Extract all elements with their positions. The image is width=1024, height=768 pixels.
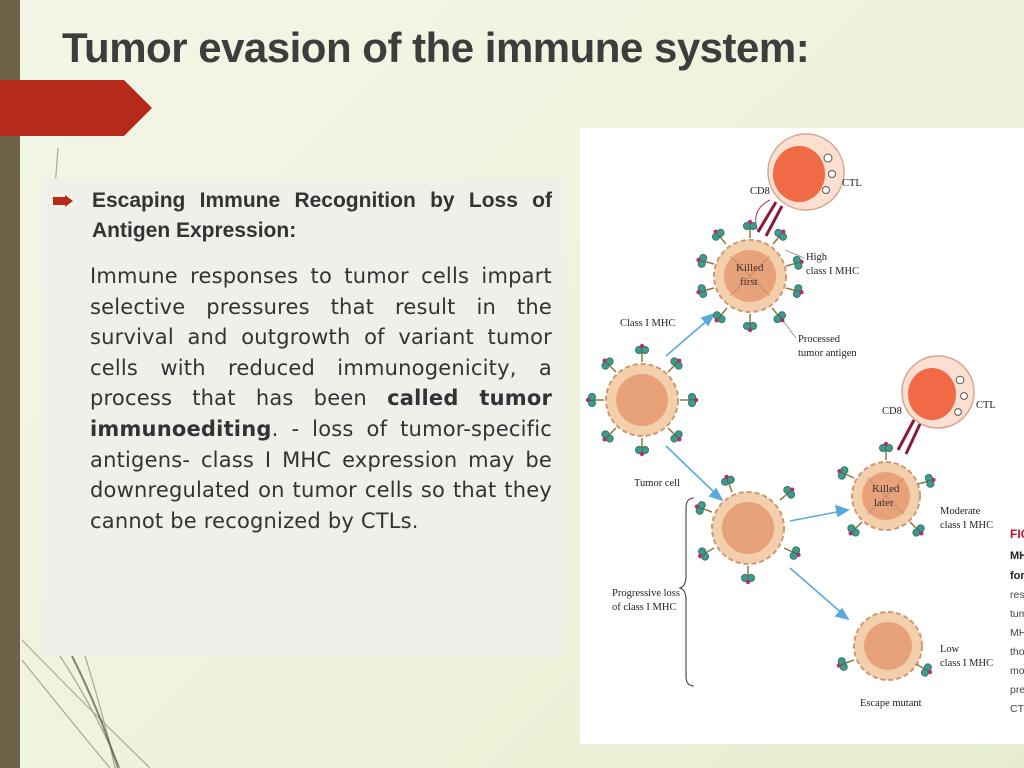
label-cd8-mid: CD8 <box>882 406 902 417</box>
label-processed-1: Processed <box>798 334 841 345</box>
label-moderate-1: Moderate <box>940 506 981 517</box>
caption-line-9: CTL <box>1010 703 1024 715</box>
content-panel <box>42 178 564 656</box>
caption-line-3: resp <box>1010 589 1024 601</box>
caption-line-2: for <box>1010 570 1024 582</box>
label-escape-mutant: Escape mutant <box>860 698 922 709</box>
body-text-part2: . - loss of tumor-specific antigens- cla… <box>90 416 552 533</box>
bullet-arrow-icon <box>53 195 73 207</box>
high-mhc-tumor-cell <box>693 219 807 333</box>
caption-line-5: MH <box>1010 627 1024 639</box>
left-accent-bar <box>0 0 20 768</box>
slide-title: Tumor evasion of the immune system: <box>62 24 810 71</box>
body-text-bold: called tumor immunoediting <box>90 386 553 441</box>
label-killed-first-2: first <box>740 276 758 288</box>
label-cd8-top: CD8 <box>750 186 770 197</box>
label-ctl-top: CTL <box>842 178 862 189</box>
body-paragraph: Immune responses to tumor cells impart s… <box>90 261 552 536</box>
label-low-1: Low <box>940 644 960 655</box>
label-killed-later-1: Killed <box>872 483 900 495</box>
label-low-2: class I MHC <box>940 658 993 669</box>
caption-fig: FIG <box>1010 527 1024 541</box>
label-class-mhc: Class I MHC <box>620 318 675 329</box>
body-text-part1: Immune responses to tumor cells impart s… <box>90 264 552 411</box>
ctl-cell-middle <box>901 355 975 429</box>
label-moderate-2: class I MHC <box>940 520 993 531</box>
caption-line-4: tum <box>1010 608 1024 620</box>
bullet-heading: Escaping Immune Recognition by Loss of A… <box>92 189 552 242</box>
caption-line-6: tho <box>1010 646 1024 658</box>
progressive-loss-tumor-cell <box>691 471 805 585</box>
label-killed-later-2: later <box>874 497 894 509</box>
label-high-1: High <box>806 252 828 263</box>
label-ctl-mid: CTL <box>976 400 996 411</box>
label-progressive-2: of class I MHC <box>612 602 676 613</box>
caption-line-8: pre <box>1010 684 1024 696</box>
tumor-cell <box>585 343 699 457</box>
immunoediting-figure: CD8 CTL Killed first High class I MHC Cl… <box>580 128 1024 744</box>
label-killed-first-1: Killed <box>736 262 764 274</box>
ctl-cell-top <box>767 133 845 211</box>
title-accent-tab <box>0 80 152 136</box>
immunoediting-diagram: CD8 CTL Killed first High class I MHC Cl… <box>585 133 1024 715</box>
label-progressive-1: Progressive loss <box>612 588 680 599</box>
moderate-mhc-tumor-cell <box>833 441 939 541</box>
caption-line-1: MH <box>1010 550 1024 562</box>
caption-line-7: mo <box>1010 665 1024 677</box>
label-high-2: class I MHC <box>806 266 859 277</box>
label-processed-2: tumor antigen <box>798 348 857 359</box>
label-tumor-cell: Tumor cell <box>634 478 680 489</box>
escape-mutant-cell <box>833 611 936 681</box>
